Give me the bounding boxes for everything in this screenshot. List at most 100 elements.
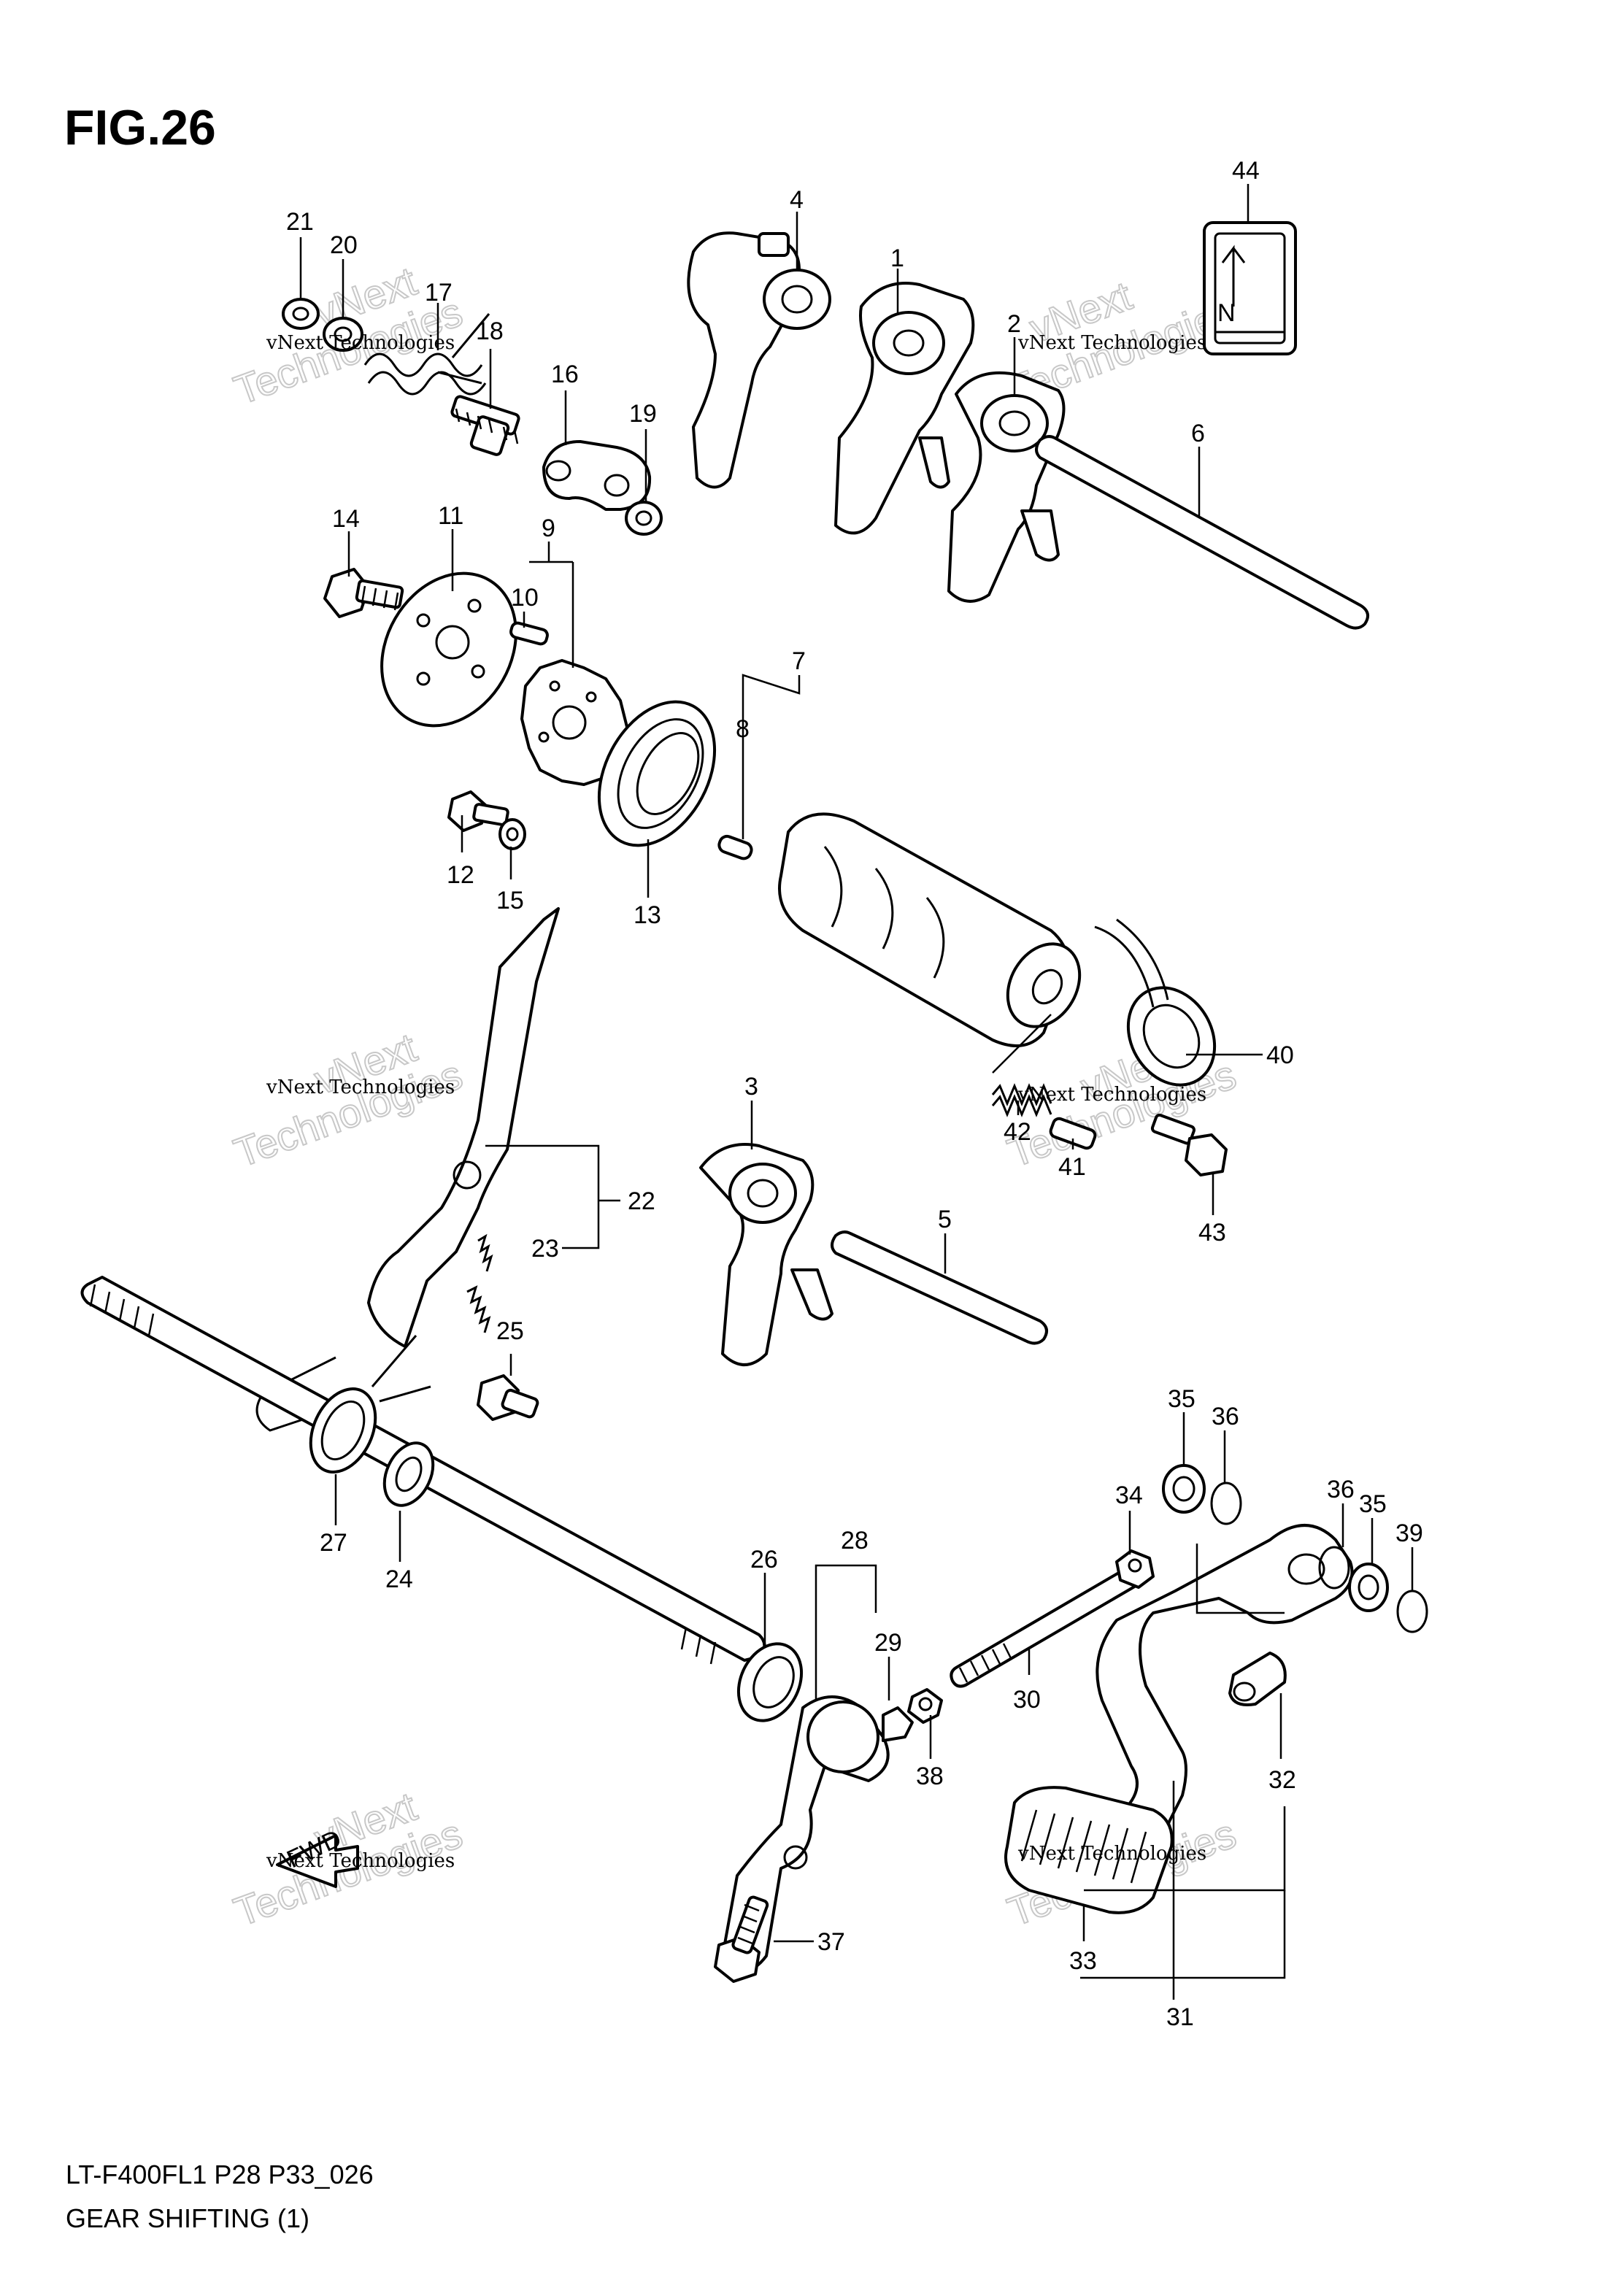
part-39-clip [1396,1590,1428,1633]
callout-36-right: 36 [1327,1476,1355,1503]
callout-23: 23 [531,1235,559,1263]
part-5-shaft [831,1230,1048,1345]
model-code: LT-F400FL1 P28 P33_026 [66,2160,374,2189]
callout-11: 11 [438,502,463,530]
callout-35-left: 35 [1168,1385,1195,1413]
callout-33: 33 [1069,1947,1097,1975]
callout-41: 41 [1058,1153,1086,1181]
callout-2: 2 [1007,310,1021,338]
part-21-nut [282,298,320,330]
callout-labels: 21 20 17 18 16 19 4 1 2 6 44 14 11 9 10 … [286,157,1423,2031]
callout-14: 14 [332,505,360,533]
part-3-fork [699,1143,833,1366]
part-35-washer-right [1348,1563,1389,1612]
fwd-arrow-icon: FWD [276,1825,359,1888]
part-11-plate [380,571,517,728]
part-6-shaft [1035,435,1369,630]
part-18-stud [450,395,520,456]
part-1-fork [834,282,975,535]
callout-7: 7 [792,647,806,675]
part-34-nut [1115,1549,1155,1589]
part-42-spring [991,1083,1052,1117]
part-25-bolt [477,1374,539,1421]
part-32-joint [1228,1652,1287,1706]
callout-21: 21 [286,208,314,236]
callout-8: 8 [736,715,750,743]
part-14-bolt [323,568,404,618]
part-26-seal [736,1642,804,1722]
part-33-pedal-rubber [1004,1786,1174,1914]
part-17-spring [363,313,490,396]
callout-32: 32 [1268,1766,1296,1794]
part-7-drum [778,812,1082,1047]
part-16-plate [542,440,652,511]
callout-18: 18 [476,317,504,345]
figure-title: FIG.26 [64,100,216,155]
callout-34: 34 [1115,1482,1143,1509]
watermark-small-6: vNext Technologies [1017,1843,1206,1865]
part-41-pin [1049,1117,1097,1150]
part-15-washer [498,818,526,850]
callout-22: 22 [628,1187,655,1215]
callout-39: 39 [1395,1519,1423,1547]
callout-6: 6 [1191,420,1205,447]
watermark-small-3: vNext Technologies [266,1076,455,1098]
watermark-small-2: vNext Technologies [1017,332,1206,354]
part-19-washer [625,501,663,536]
callout-9: 9 [542,515,555,542]
part-2-fork [947,371,1066,603]
part-44-label: N [1203,221,1297,355]
callout-30: 30 [1013,1686,1041,1714]
callout-5: 5 [938,1206,952,1233]
part-36-ring-right [1318,1546,1350,1590]
callout-37: 37 [817,1928,845,1956]
callout-13: 13 [634,901,661,929]
callout-17: 17 [425,279,453,307]
callout-3: 3 [744,1073,758,1101]
watermark-small-group: vNext Technologies vNext Technologies vN… [266,332,1206,1872]
leader-lines [299,184,1414,2000]
callout-4: 4 [790,186,804,214]
callout-38: 38 [916,1763,944,1790]
callout-35-right: 35 [1359,1490,1387,1518]
part-10-pin [509,621,549,646]
callout-24: 24 [385,1565,413,1593]
callout-20: 20 [330,231,358,259]
callout-15: 15 [496,887,524,914]
part-20-washer [323,317,363,352]
watermark-small-1: vNext Technologies [266,332,455,354]
callout-12: 12 [447,861,474,889]
part-27-spring [309,1335,431,1473]
callout-25: 25 [496,1317,524,1345]
part-35-washer-left [1162,1464,1206,1514]
part-43-bolt [1150,1113,1228,1176]
part-23-spring [466,1233,493,1333]
callout-10: 10 [511,584,539,612]
part-37-bolt [714,1895,769,1983]
part-22-arm [255,907,560,1432]
callout-26: 26 [750,1546,778,1573]
callout-44: 44 [1232,157,1260,185]
callout-43: 43 [1198,1219,1226,1247]
callout-16: 16 [551,361,579,388]
part-40-switch [1094,918,1217,1087]
part-36-ring-left [1210,1482,1242,1525]
part-4-fork [687,231,831,489]
part-24-bushing [382,1441,435,1507]
figure-caption: GEAR SHIFTING (1) [66,2203,309,2233]
callout-29: 29 [874,1629,902,1657]
label-44-symbol: N [1217,299,1236,327]
callout-1: 1 [890,244,904,272]
callout-36-left: 36 [1212,1403,1239,1430]
part-12-bolt [447,790,509,832]
callout-28: 28 [841,1527,869,1555]
watermark-small-4: vNext Technologies [1017,1084,1206,1106]
callout-27: 27 [320,1529,347,1557]
callout-19: 19 [629,400,657,428]
watermark-small-5: vNext Technologies [266,1850,455,1872]
part-38-nut [907,1688,943,1724]
callout-31: 31 [1166,2003,1194,2031]
callout-40: 40 [1266,1041,1294,1069]
part-13-bearing [597,700,717,847]
